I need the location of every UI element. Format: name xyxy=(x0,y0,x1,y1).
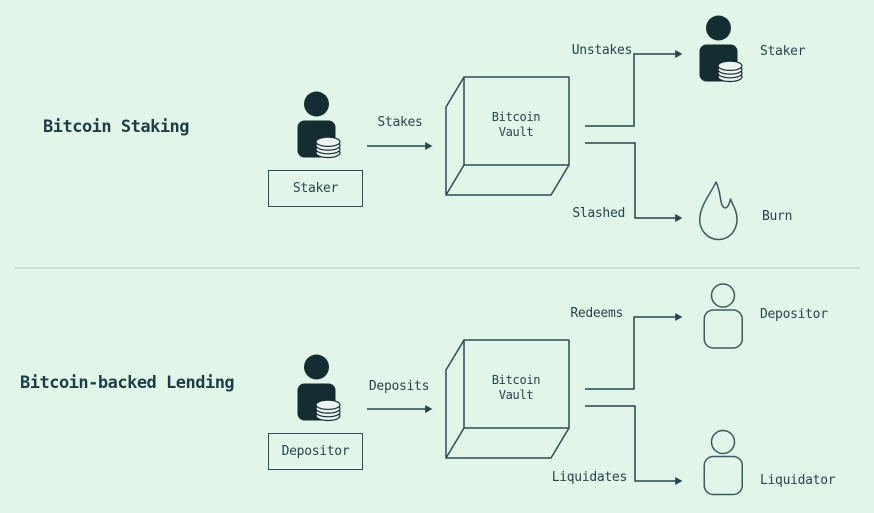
unstakes-flow-label: Unstakes xyxy=(571,43,633,58)
lending-actor-icon xyxy=(296,353,341,422)
depositor-actor-label-box: Depositor xyxy=(268,433,363,470)
liquidator-result-icon xyxy=(703,429,743,496)
redeems-flow-label: Redeems xyxy=(570,306,623,321)
stakes-flow-label: Stakes xyxy=(377,115,423,130)
deposits-flow-label: Deposits xyxy=(368,379,430,394)
vault-label-line2: Vault xyxy=(498,125,534,139)
section-title-lending: Bitcoin-backed Lending xyxy=(20,373,235,393)
vault-label-line1: Bitcoin xyxy=(491,373,541,387)
staking-actor-icon xyxy=(296,90,341,159)
vault-label-line1: Bitcoin xyxy=(491,110,541,124)
staker-result-icon xyxy=(698,14,743,83)
section-divider xyxy=(14,267,860,269)
section-title-staking: Bitcoin Staking xyxy=(43,117,190,137)
staker-actor-label-box: Staker xyxy=(268,170,363,207)
lending-vault-label: Bitcoin Vault xyxy=(463,373,569,403)
staking-vault-label: Bitcoin Vault xyxy=(463,110,569,140)
unstakes-arrow xyxy=(585,50,683,127)
liquidates-flow-label: Liquidates xyxy=(551,470,628,485)
slashed-flow-label: Slashed xyxy=(572,206,625,221)
depositor-result-icon xyxy=(703,283,743,349)
burn-result-label: Burn xyxy=(762,209,793,224)
liquidator-result-label: Liquidator xyxy=(760,473,836,488)
slashed-arrow xyxy=(585,142,683,222)
depositor-result-label: Depositor xyxy=(760,307,828,322)
staker-result-label: Staker xyxy=(760,44,806,59)
burn-flame-icon xyxy=(699,181,738,241)
liquidates-arrow xyxy=(585,405,683,485)
vault-label-line2: Vault xyxy=(498,388,534,402)
redeems-arrow xyxy=(585,313,683,390)
